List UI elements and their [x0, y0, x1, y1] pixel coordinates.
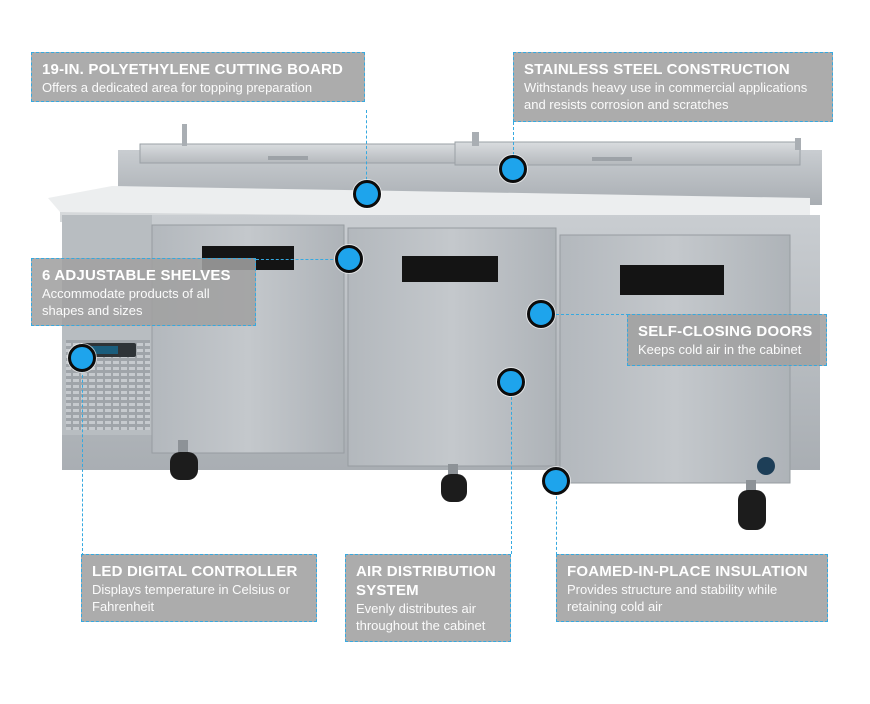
callout-desc: Displays temperature in Celsius or Fahre…: [92, 582, 290, 614]
callout-desc: Accommodate products of all shapes and s…: [42, 286, 210, 318]
callout-cutting-board: 19-IN. POLYETHYLENE CUTTING BOARD Offers…: [31, 52, 365, 102]
callout-title: 19-IN. POLYETHYLENE CUTTING BOARD: [42, 61, 344, 78]
callout-title: FOAMED-IN-PLACE INSULATION: [567, 563, 808, 580]
hotspot-stainless[interactable]: [499, 155, 527, 183]
hotspot-air[interactable]: [497, 368, 525, 396]
callout-doors: SELF-CLOSING DOORS Keeps cold air in the…: [627, 314, 827, 366]
callout-desc: Keeps cold air in the cabinet: [638, 342, 802, 357]
callout-desc: Withstands heavy use in commercial appli…: [524, 80, 808, 112]
callout-title: AIR DISTRIBUTION SYSTEM: [356, 563, 496, 599]
casters: [170, 440, 766, 530]
hotspot-insulation[interactable]: [542, 467, 570, 495]
callout-air: AIR DISTRIBUTION SYSTEM Evenly distribut…: [345, 554, 511, 642]
hotspot-shelves[interactable]: [335, 245, 363, 273]
leader-cutting-board: [366, 110, 367, 190]
leader-air: [511, 382, 512, 554]
callout-title: LED DIGITAL CONTROLLER: [92, 563, 298, 580]
door-center: [347, 227, 557, 467]
callout-stainless: STAINLESS STEEL CONSTRUCTION Withstands …: [513, 52, 833, 122]
callout-desc: Provides structure and stability while r…: [567, 582, 778, 614]
callout-title: STAINLESS STEEL CONSTRUCTION: [524, 61, 790, 78]
callout-title: 6 ADJUSTABLE SHELVES: [42, 267, 231, 284]
callout-desc: Evenly distributes air throughout the ca…: [356, 601, 486, 633]
callout-controller: LED DIGITAL CONTROLLER Displays temperat…: [81, 554, 317, 622]
hotspot-controller[interactable]: [68, 344, 96, 372]
leader-shelves: [256, 259, 348, 260]
callout-title: SELF-CLOSING DOORS: [638, 323, 813, 340]
leader-controller: [82, 360, 83, 556]
callout-desc: Offers a dedicated area for topping prep…: [42, 80, 313, 95]
callout-shelves: 6 ADJUSTABLE SHELVES Accommodate product…: [31, 258, 256, 326]
hotspot-cutting-board[interactable]: [353, 180, 381, 208]
hotspot-doors[interactable]: [527, 300, 555, 328]
leader-doors: [541, 314, 629, 315]
leader-stainless: [513, 122, 514, 170]
callout-insulation: FOAMED-IN-PLACE INSULATION Provides stru…: [556, 554, 828, 622]
leader-insulation: [556, 481, 557, 555]
